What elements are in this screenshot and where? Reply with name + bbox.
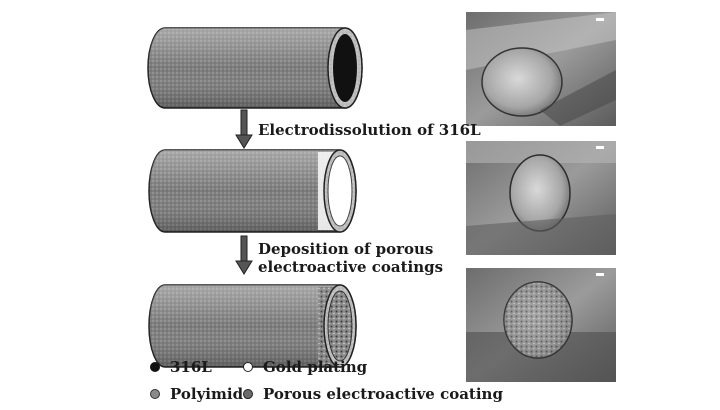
legend-item-porous-coating: Porous electroactive coating xyxy=(243,385,503,403)
legend-item-polyimide: Polyimide xyxy=(150,385,253,403)
arrow-step-2 xyxy=(235,235,253,275)
steel-core-end xyxy=(333,34,357,102)
arrow-step-1 xyxy=(235,109,253,149)
tube-316l-core xyxy=(147,27,363,109)
tube-gold-plating xyxy=(148,149,357,233)
gold-lumen-end xyxy=(327,155,353,227)
step-2-label-line-1: Deposition of porous xyxy=(258,240,434,258)
sem-photo-gold-plating xyxy=(466,141,616,255)
porous-circle-icon xyxy=(243,389,253,399)
sem-photo-porous-coating xyxy=(466,268,616,382)
sem-photo-316l xyxy=(466,12,616,126)
legend-label-gold-plating: Gold plating xyxy=(263,358,368,376)
legend-item-316l: 316L xyxy=(150,358,212,376)
tube-porous-coating xyxy=(148,284,357,368)
porous-lumen-end xyxy=(327,290,353,362)
legend-item-gold-plating: Gold plating xyxy=(243,358,367,376)
step-1-label: Electrodissolution of 316L xyxy=(258,121,481,139)
legend-label-porous-coating: Porous electroactive coating xyxy=(263,385,503,403)
filled-circle-icon xyxy=(150,362,160,372)
open-circle-icon xyxy=(243,362,253,372)
legend-label-polyimide: Polyimide xyxy=(170,385,253,403)
step-2-label-line-2: electroactive coatings xyxy=(258,258,444,276)
stippled-circle-icon xyxy=(150,389,160,399)
legend-label-316l: 316L xyxy=(170,358,212,376)
